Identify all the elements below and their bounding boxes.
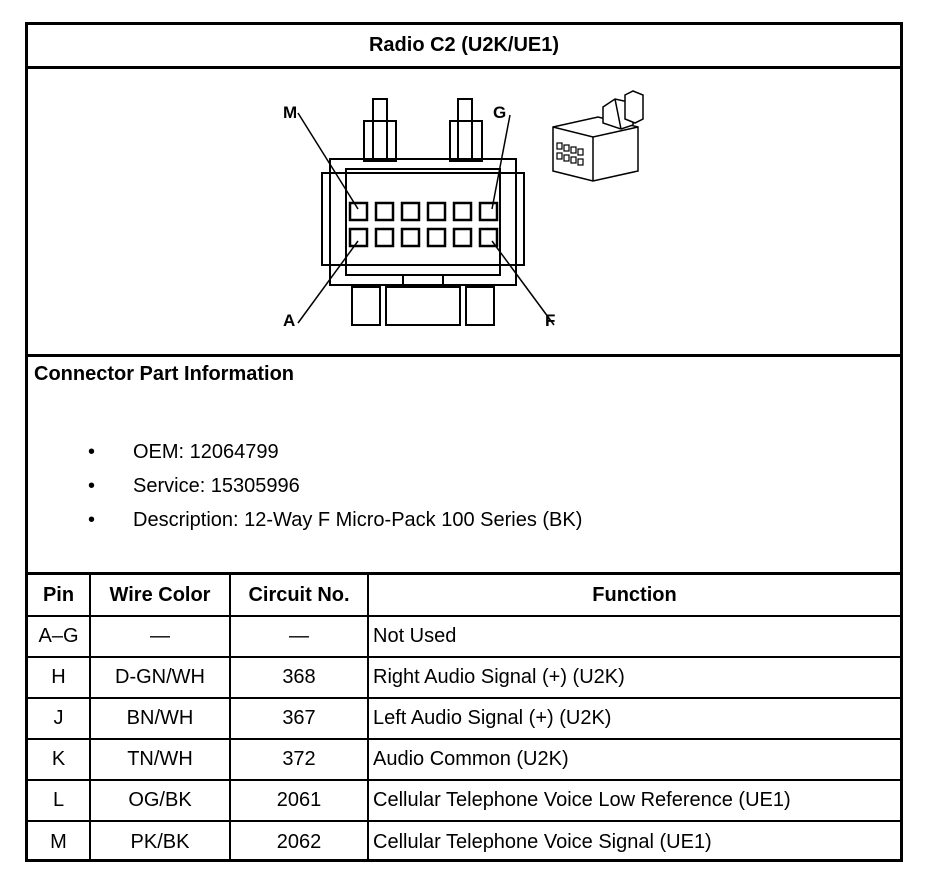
cell-pin: K: [28, 738, 91, 781]
table-header-row: Pin Wire Color Circuit No. Function: [28, 575, 900, 617]
cell-wire-color: —: [89, 615, 231, 658]
connector-perspective-icon: [552, 90, 644, 182]
header-circuit-no: Circuit No.: [229, 575, 369, 617]
cell-pin: H: [28, 656, 91, 699]
cell-circuit-no: 372: [229, 738, 369, 781]
cell-wire-color: OG/BK: [89, 779, 231, 822]
table-row: A–G — — Not Used: [28, 615, 900, 658]
info-item-description: • Description: 12-Way F Micro-Pack 100 S…: [88, 503, 582, 537]
info-item-text: Service: 15305996: [133, 475, 300, 497]
table-row: L OG/BK 2061 Cellular Telephone Voice Lo…: [28, 779, 900, 822]
bullet-icon: •: [88, 475, 96, 497]
info-heading: Connector Part Information: [34, 363, 295, 385]
header-wire-color: Wire Color: [89, 575, 231, 617]
bullet-icon: •: [88, 509, 96, 531]
cell-circuit-no: 2061: [229, 779, 369, 822]
header-function: Function: [367, 575, 900, 617]
header-pin: Pin: [28, 575, 91, 617]
table-row: K TN/WH 372 Audio Common (U2K): [28, 738, 900, 781]
info-list: • OEM: 12064799 • Service: 15305996 • De…: [88, 435, 582, 537]
info-item-oem: • OEM: 12064799: [88, 435, 582, 469]
cell-pin: J: [28, 697, 91, 740]
cell-function: Left Audio Signal (+) (U2K): [367, 697, 900, 740]
table-row: M PK/BK 2062 Cellular Telephone Voice Si…: [28, 820, 900, 862]
cell-pin: A–G: [28, 615, 91, 658]
info-item-text: Description: 12-Way F Micro-Pack 100 Ser…: [133, 509, 583, 531]
cell-wire-color: D-GN/WH: [89, 656, 231, 699]
cell-circuit-no: 368: [229, 656, 369, 699]
page-title: Radio C2 (U2K/UE1): [28, 25, 900, 69]
cell-pin: M: [28, 820, 91, 862]
pin-label-a: A: [283, 311, 296, 330]
connector-sheet: Radio C2 (U2K/UE1): [25, 22, 903, 862]
cell-function: Not Used: [367, 615, 900, 658]
pin-table: Pin Wire Color Circuit No. Function A–G …: [28, 575, 900, 862]
table-row: J BN/WH 367 Left Audio Signal (+) (U2K): [28, 697, 900, 740]
cell-wire-color: PK/BK: [89, 820, 231, 862]
pin-label-f: F: [545, 311, 556, 330]
bullet-icon: •: [88, 441, 96, 463]
cell-function: Cellular Telephone Voice Signal (UE1): [367, 820, 900, 862]
connector-part-info: Connector Part Information • OEM: 120647…: [28, 357, 900, 575]
table-row: H D-GN/WH 368 Right Audio Signal (+) (U2…: [28, 656, 900, 699]
cell-circuit-no: —: [229, 615, 369, 658]
cell-function: Audio Common (U2K): [367, 738, 900, 781]
cell-function: Cellular Telephone Voice Low Reference (…: [367, 779, 900, 822]
cell-circuit-no: 2062: [229, 820, 369, 862]
cell-pin: L: [28, 779, 91, 822]
connector-diagram: M G A F: [28, 69, 900, 357]
cell-wire-color: TN/WH: [89, 738, 231, 781]
cell-wire-color: BN/WH: [89, 697, 231, 740]
pin-label-m: M: [283, 103, 298, 122]
cell-circuit-no: 367: [229, 697, 369, 740]
info-item-text: OEM: 12064799: [133, 441, 279, 463]
info-item-service: • Service: 15305996: [88, 469, 582, 503]
connector-face-icon: [297, 98, 555, 326]
pin-label-g: G: [493, 103, 507, 122]
cell-function: Right Audio Signal (+) (U2K): [367, 656, 900, 699]
